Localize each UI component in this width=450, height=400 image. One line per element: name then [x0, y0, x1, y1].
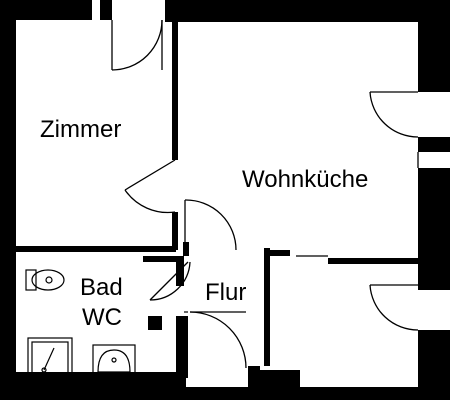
door-swings: [111, 19, 419, 369]
room-label-wohnkueche: Wohnküche: [242, 166, 368, 193]
washbasin-fixture: [92, 344, 136, 378]
room-label-bad: Bad: [80, 274, 123, 301]
interior-walls: [16, 20, 418, 387]
room-label-flur: Flur: [205, 279, 246, 306]
toilet-fixture: [25, 269, 65, 291]
shower-fixture: [27, 337, 73, 383]
partition-lines: [184, 255, 328, 313]
room-label-wc: WC: [82, 304, 122, 331]
room-label-zimmer: Zimmer: [40, 116, 121, 143]
